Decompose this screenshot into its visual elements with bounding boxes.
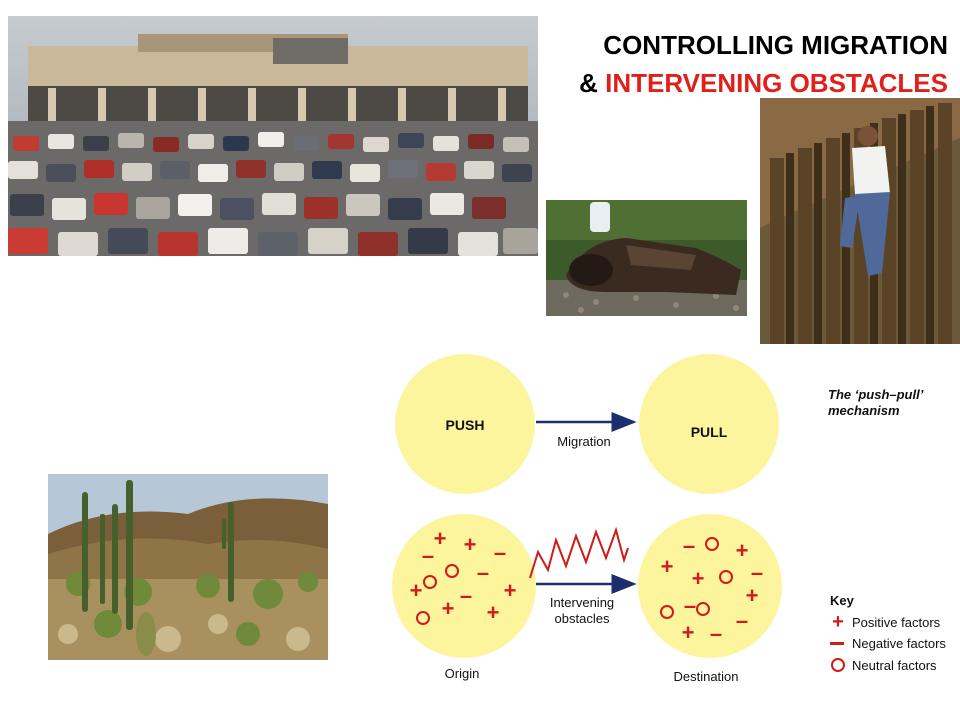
neutral-factor-icon: [660, 605, 674, 619]
negative-factor-icon: –: [683, 533, 695, 558]
pull-circle: [639, 354, 779, 494]
origin-circle: [392, 514, 536, 658]
negative-factor-icon: –: [477, 560, 489, 585]
positive-factor-icon: +: [692, 566, 705, 591]
obstacles-zigzag: [529, 526, 629, 579]
photo-icon: [546, 200, 747, 316]
neutral-factor-icon: [719, 570, 733, 584]
legend-negative: Negative factors: [852, 636, 946, 651]
positive-factor-icon: +: [736, 538, 749, 563]
positive-factor-icon: +: [832, 611, 844, 633]
obstacles-label-1: Intervening: [550, 595, 614, 610]
obstacles-label-2: obstacles: [555, 611, 610, 626]
neutral-factor-icon: [705, 537, 719, 551]
migration-label: Migration: [557, 434, 610, 449]
push-circle: [395, 354, 535, 494]
positive-factor-icon: +: [464, 532, 477, 557]
slide-title: CONTROLLING MIGRATION & INTERVENING OBST…: [579, 26, 948, 102]
negative-factor-icon: –: [422, 543, 434, 568]
negative-factor-icon: –: [684, 593, 696, 618]
title-highlight: INTERVENING OBSTACLES: [605, 68, 948, 98]
negative-factor-icon: –: [460, 583, 472, 608]
caption-line-1: The ‘push–pull’: [828, 387, 924, 402]
border-crossing-traffic-photo: [8, 16, 538, 256]
neutral-factor-icon: [831, 658, 845, 672]
legend-title: Key: [830, 593, 855, 608]
neutral-factor-icon: [416, 611, 430, 625]
desert-cactus-photo: [48, 474, 328, 660]
pull-label: PULL: [691, 424, 728, 440]
border-fence-climber-photo: [760, 98, 960, 344]
negative-factor-icon: –: [751, 560, 763, 585]
destination-circle: [638, 514, 782, 658]
positive-factor-icon: +: [442, 596, 455, 621]
photo-icon: [8, 16, 538, 256]
photo-icon: [760, 98, 960, 344]
photo-icon: [48, 474, 328, 660]
negative-factor-icon: –: [736, 608, 748, 633]
neutral-factor-icon: [445, 564, 459, 578]
title-line-1: CONTROLLING MIGRATION: [603, 30, 948, 60]
legend: Key + Positive factors Negative factors …: [830, 593, 946, 673]
positive-factor-icon: +: [434, 526, 447, 551]
positive-factor-icon: +: [746, 583, 759, 608]
legend-positive: Positive factors: [852, 615, 941, 630]
negative-factor-icon: –: [710, 621, 722, 646]
push-label: PUSH: [446, 417, 485, 433]
title-prefix: &: [579, 68, 606, 98]
neutral-factor-icon: [423, 575, 437, 589]
destination-label: Destination: [673, 669, 738, 684]
positive-factor-icon: +: [410, 578, 423, 603]
positive-factor-icon: +: [661, 554, 674, 579]
caption-line-2: mechanism: [828, 403, 900, 418]
title-line-2: & INTERVENING OBSTACLES: [579, 64, 948, 102]
negative-factor-icon: [830, 642, 844, 645]
positive-factor-icon: +: [504, 578, 517, 603]
negative-factor-icon: –: [494, 540, 506, 565]
legend-neutral: Neutral factors: [852, 658, 937, 673]
migrant-resting-photo: [546, 200, 747, 316]
neutral-factor-icon: [696, 602, 710, 616]
positive-factor-icon: +: [487, 600, 500, 625]
origin-label: Origin: [445, 666, 480, 681]
positive-factor-icon: +: [682, 620, 695, 645]
